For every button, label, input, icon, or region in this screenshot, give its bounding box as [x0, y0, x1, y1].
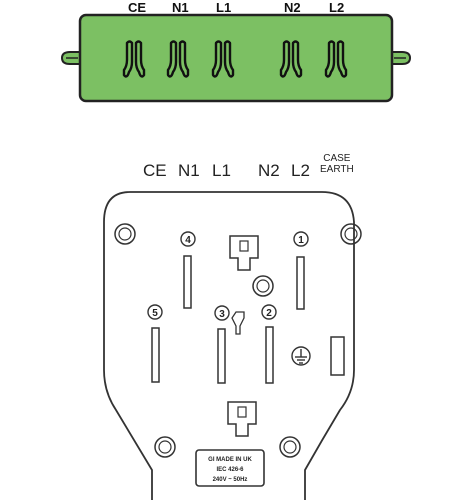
- keyway-notch: [231, 311, 245, 335]
- terminal-block-top: [60, 13, 412, 103]
- pin-number-text: 4: [185, 235, 191, 246]
- top-label-ce: CE: [128, 0, 147, 15]
- top-label-l1: L1: [216, 0, 232, 15]
- earth-symbol-icon: [291, 346, 311, 366]
- top-label-n2: N2: [284, 0, 301, 15]
- case-earth-label: CASE EARTH: [320, 153, 354, 175]
- pin-number-text: 3: [219, 309, 225, 320]
- terminal-clip-n1: [166, 40, 190, 78]
- pin-number-1: 1: [293, 231, 309, 247]
- pin-slot-3: [217, 328, 226, 384]
- socket-outline: [103, 191, 355, 500]
- bottom-label-n2: N2: [258, 161, 280, 180]
- bottom-label-l2: L2: [291, 161, 310, 180]
- case-earth-slot: [330, 336, 345, 376]
- pin-number-4: 4: [180, 231, 196, 247]
- rating-plate-text: 240V ~ 50Hz: [213, 477, 248, 483]
- key-socket-bottom: [227, 401, 257, 437]
- mounting-hole-top-left: [114, 223, 136, 245]
- key-socket-top: [229, 235, 259, 271]
- terminal-clip-l1: [211, 40, 235, 78]
- pin-slot-5: [151, 327, 160, 383]
- mounting-hole-center: [252, 275, 274, 297]
- bottom-label-n1: N1: [178, 161, 200, 180]
- bottom-label-l1: L1: [212, 161, 231, 180]
- pin-slot-2: [265, 326, 274, 384]
- pin-slot-1: [296, 256, 305, 310]
- rating-plate: GI MADE IN UK IEC 426-6 240V ~ 50Hz: [195, 449, 265, 487]
- top-label-n1: N1: [172, 0, 189, 15]
- pin-slot-4: [183, 255, 192, 309]
- earth-label: EARTH: [320, 164, 354, 175]
- case-label: CASE: [323, 153, 351, 164]
- terminal-clip-ce: [122, 40, 146, 78]
- terminal-clip-l2: [324, 40, 348, 78]
- mounting-hole-bottom-right: [279, 436, 301, 458]
- terminal-block-body: [78, 13, 394, 103]
- pin-number-2: 2: [261, 304, 277, 320]
- pin-number-text: 1: [298, 235, 304, 246]
- rating-plate-text: IEC 426-6: [216, 467, 244, 473]
- pin-number-text: 2: [266, 308, 272, 319]
- pin-number-5: 5: [147, 304, 163, 320]
- pin-number-text: 5: [152, 308, 158, 319]
- mounting-hole-bottom-left: [154, 436, 176, 458]
- bottom-label-ce: CE: [143, 161, 167, 180]
- rating-plate-text: GI MADE IN UK: [208, 457, 252, 463]
- mounting-hole-top-right: [340, 223, 362, 245]
- pin-number-3: 3: [214, 305, 230, 321]
- top-label-l2: L2: [329, 0, 345, 15]
- terminal-clip-n2: [279, 40, 303, 78]
